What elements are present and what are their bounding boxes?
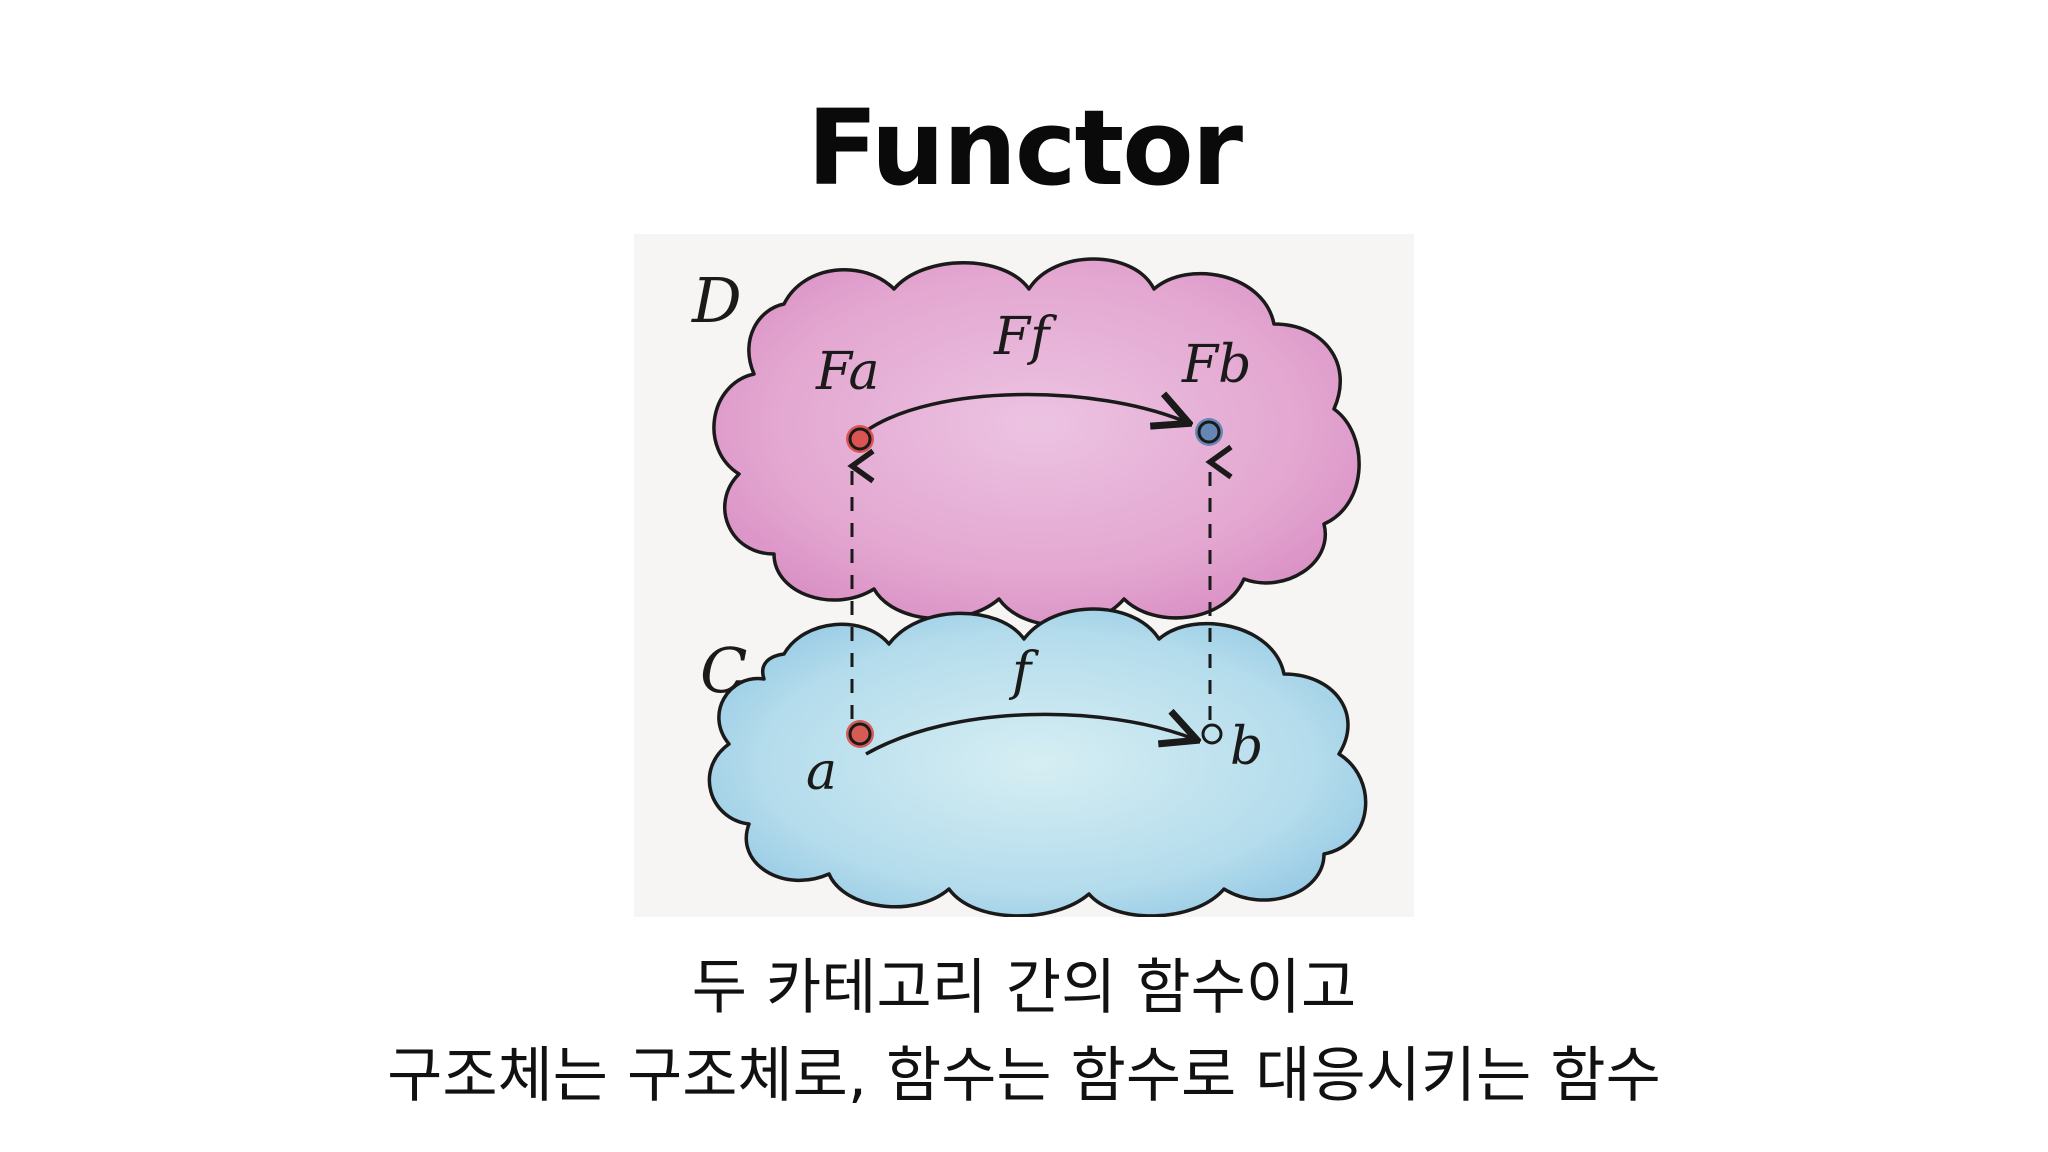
object-fa-label: Fa [815, 342, 880, 402]
slide-title: Functor [806, 87, 1243, 209]
category-d-label: D [691, 264, 742, 337]
category-d-cloud [712, 257, 1361, 627]
object-b-label: b [1230, 717, 1263, 777]
category-c-cloud [707, 607, 1368, 917]
functor-diagram: D C Ff Fa Fb f a b [634, 234, 1414, 917]
object-fb-label: Fb [1181, 335, 1251, 395]
morphism-f-arrow [865, 714, 1194, 756]
morphism-ff-arrow [865, 395, 1186, 433]
caption-line-2: 구조체는 구조체로, 함수는 함수로 대응시키는 함수 [387, 1041, 1661, 1111]
caption-line-1: 두 카테고리 간의 함수이고 [691, 953, 1357, 1023]
object-a-label: a [806, 742, 837, 802]
object-b-dot [1201, 723, 1223, 745]
morphism-ff-label: Ff [993, 307, 1057, 367]
category-c-label: C [700, 634, 747, 707]
